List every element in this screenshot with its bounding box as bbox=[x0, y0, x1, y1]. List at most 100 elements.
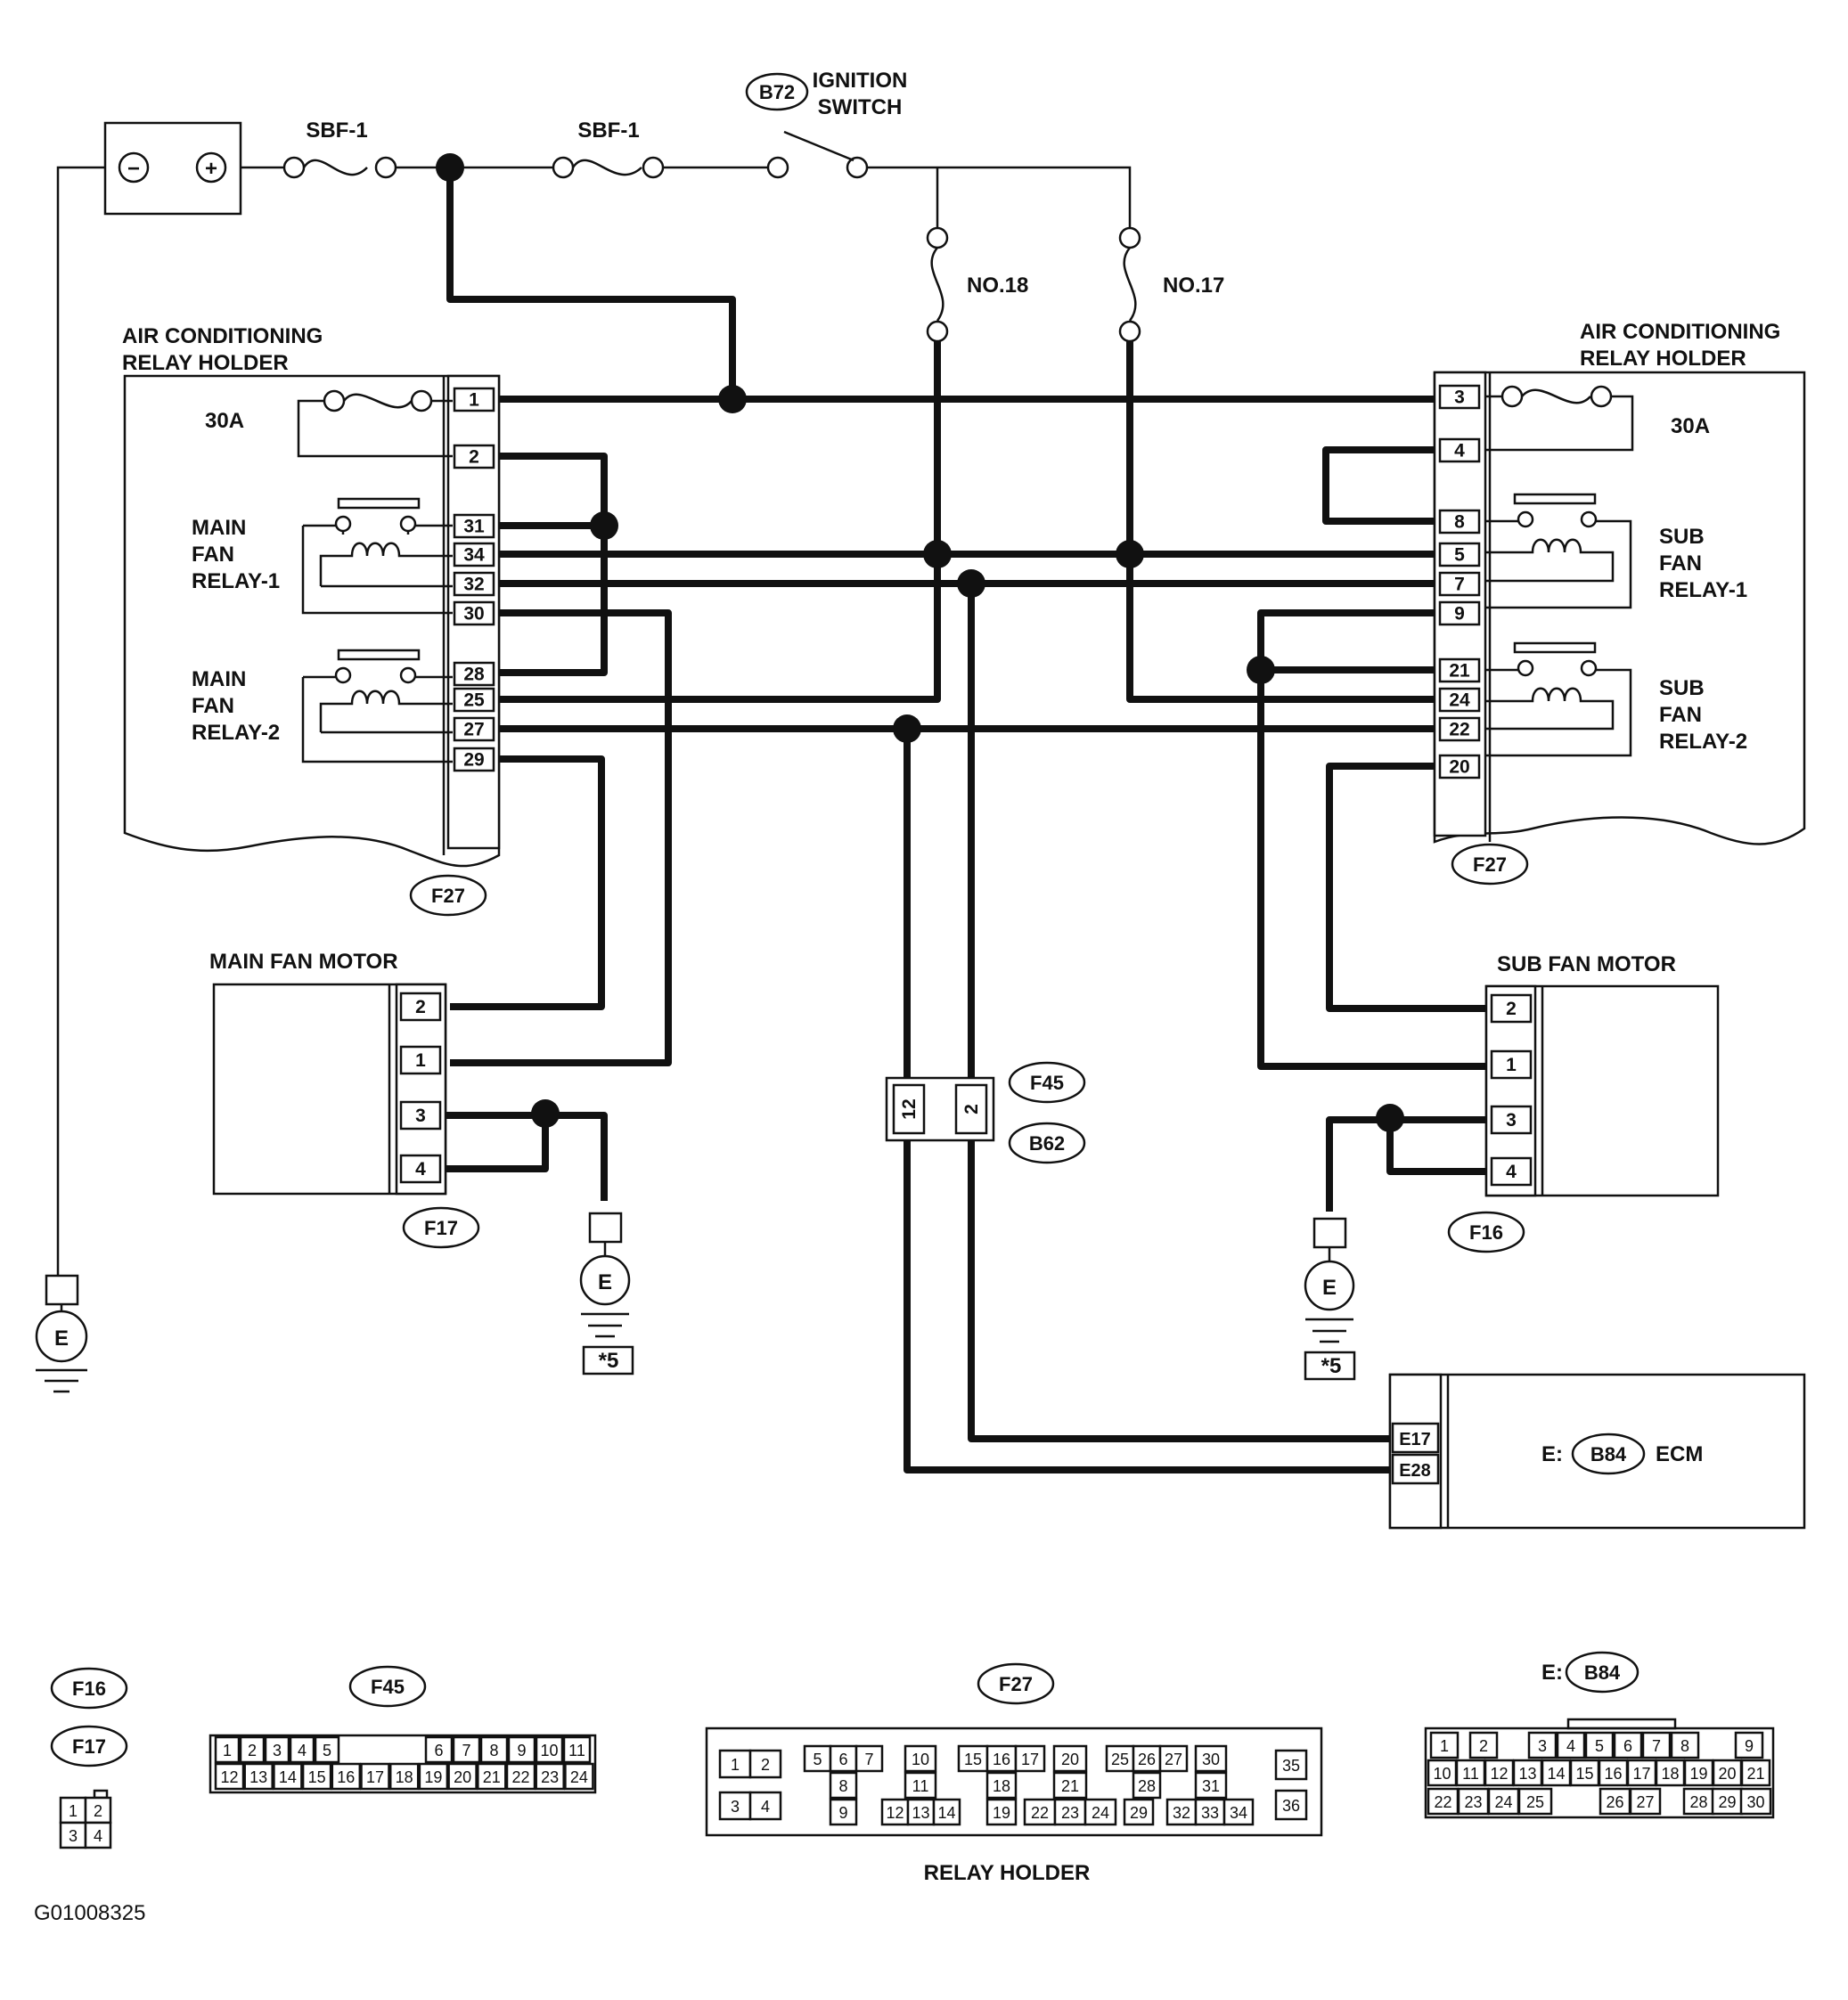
ground-sub-fan-label: E bbox=[1322, 1276, 1337, 1300]
legend-f45-pin-9: 9 bbox=[517, 1742, 526, 1759]
legend-f45-pin-20-box bbox=[447, 1762, 478, 1791]
sub-relay1-l3: RELAY-1 bbox=[1659, 578, 1747, 602]
main-fan-pin-3: 3 bbox=[415, 1106, 426, 1126]
left-holder-pin-28: 28 bbox=[463, 665, 485, 685]
main-fan-motor-title: MAIN FAN MOTOR bbox=[209, 950, 398, 974]
connector-b62-label: B62 bbox=[1029, 1132, 1065, 1155]
ground-main-fan-note: *5 bbox=[599, 1349, 619, 1373]
legend-f27-pin-18: 18 bbox=[993, 1777, 1010, 1795]
legend-f27-pin-11: 11 bbox=[912, 1777, 929, 1795]
legend-f27-pin-33: 33 bbox=[1201, 1804, 1219, 1822]
legend-f27-pin-19-box bbox=[985, 1798, 1018, 1826]
ground-sub-fan bbox=[1304, 1217, 1356, 1381]
legend-b84-pin-11: 11 bbox=[1462, 1765, 1479, 1783]
connector-f27-left-label: F27 bbox=[431, 885, 465, 907]
right-holder-pin-21-box bbox=[1438, 657, 1481, 683]
legend-b84-pin-8-box bbox=[1670, 1731, 1700, 1759]
legend-f27-pin-7-box bbox=[854, 1744, 884, 1773]
left-holder-pin-27-box bbox=[453, 716, 495, 742]
main-fan-pin-2-box bbox=[399, 992, 442, 1022]
right-holder-pin-9: 9 bbox=[1454, 604, 1465, 624]
junction-connector bbox=[885, 1076, 995, 1142]
legend-b84-pin-21-box bbox=[1740, 1759, 1771, 1787]
legend-f27-pin-24-box bbox=[1083, 1798, 1117, 1826]
sub-fan-pin-3-box bbox=[1490, 1105, 1533, 1135]
legend-f27-pin-34: 34 bbox=[1230, 1804, 1247, 1822]
legend-f27-pin-23-box bbox=[1053, 1798, 1087, 1826]
legend-b84-pin-10: 10 bbox=[1433, 1765, 1451, 1783]
legend-b84-pin-14: 14 bbox=[1547, 1765, 1565, 1783]
legend-b84-pin-9: 9 bbox=[1745, 1737, 1754, 1755]
sub-relay2-l3: RELAY-2 bbox=[1659, 730, 1747, 754]
legend-f45-pin-7: 7 bbox=[462, 1742, 470, 1759]
ecm-name: ECM bbox=[1656, 1442, 1703, 1466]
right-holder-title-1: AIR CONDITIONING bbox=[1580, 320, 1780, 344]
legend-f45-pin-19-box bbox=[418, 1762, 449, 1791]
left-holder-pin-28-box bbox=[453, 661, 495, 687]
legend-f27-pin-20: 20 bbox=[1061, 1751, 1079, 1768]
right-holder-pin-5-box bbox=[1438, 542, 1481, 567]
legend-f45-pin-3-box bbox=[264, 1735, 290, 1764]
battery-plus-label: + bbox=[205, 157, 217, 181]
legend-f45-pin-11: 11 bbox=[568, 1742, 585, 1759]
sub-fan-relay-2 bbox=[1485, 641, 1632, 757]
legend-f45-pin-11-box bbox=[562, 1735, 592, 1764]
legend-f27-pin-9: 9 bbox=[838, 1804, 847, 1822]
sub-fan-pin-4-box bbox=[1490, 1156, 1533, 1187]
legend-f27-pin-6: 6 bbox=[838, 1751, 847, 1768]
legend-b84-pin-4: 4 bbox=[1566, 1737, 1575, 1755]
legend-f45-pin-6-box bbox=[424, 1735, 454, 1764]
main-relay1-l3: RELAY-1 bbox=[192, 569, 280, 593]
ground-main-fan-label: E bbox=[598, 1270, 612, 1294]
legend-b84-pin-24: 24 bbox=[1494, 1793, 1512, 1811]
connector-f17-oval bbox=[402, 1206, 480, 1249]
left-holder-pin-1: 1 bbox=[469, 390, 479, 411]
fuse-sbf1-a bbox=[282, 156, 397, 179]
legend-f27-pin-35-box bbox=[1274, 1749, 1308, 1781]
legend-f45-pin-14: 14 bbox=[279, 1768, 297, 1786]
left-holder-pin-31: 31 bbox=[463, 517, 485, 537]
legend-b84-pin-17: 17 bbox=[1632, 1765, 1650, 1783]
left-holder-fuse-label: 30A bbox=[205, 409, 244, 433]
legend-b84-pin-20: 20 bbox=[1718, 1765, 1736, 1783]
legend-f45-pin-4-box bbox=[289, 1735, 315, 1764]
right-holder-pin-8-box bbox=[1438, 509, 1481, 535]
legend-f45-pin-6: 6 bbox=[434, 1742, 443, 1759]
legend-b84-pin-13: 13 bbox=[1518, 1765, 1536, 1783]
left-holder-title-1: AIR CONDITIONING bbox=[122, 324, 323, 348]
main-fan-pin-1-box bbox=[399, 1045, 442, 1075]
ground-sub-fan-note: *5 bbox=[1321, 1354, 1342, 1378]
legend-f27-pin-28: 28 bbox=[1138, 1777, 1156, 1795]
sub-fan-pin-1: 1 bbox=[1506, 1055, 1517, 1075]
legend-b84-pin-13-box bbox=[1512, 1759, 1543, 1787]
main-fan-pin-2: 2 bbox=[415, 997, 426, 1017]
sub-fan-pin-2: 2 bbox=[1506, 999, 1517, 1019]
legend-f27-pin-1: 1 bbox=[731, 1756, 740, 1774]
connector-b84-label: B84 bbox=[1590, 1443, 1627, 1465]
legend-f27-pin-30: 30 bbox=[1202, 1751, 1220, 1768]
legend-f27-pin-36: 36 bbox=[1282, 1797, 1300, 1815]
legend-f45-pin-10: 10 bbox=[540, 1742, 558, 1759]
legend-f27-pin-1-box bbox=[718, 1749, 752, 1779]
legend-f16-pin-3-box bbox=[59, 1821, 87, 1849]
junction-pin-left: 12 bbox=[899, 1098, 920, 1119]
legend-f27-pin-18-box bbox=[985, 1771, 1018, 1800]
legend-f45-pin-1-box bbox=[214, 1735, 241, 1764]
legend-b84-pin-1-box bbox=[1429, 1731, 1460, 1759]
legend-f27-pin-21-box bbox=[1052, 1771, 1088, 1800]
legend-f45-pin-24: 24 bbox=[570, 1768, 588, 1786]
right-holder-pin-20-box bbox=[1438, 754, 1481, 780]
left-holder-pin-34-box bbox=[453, 542, 495, 567]
right-holder-pin-22: 22 bbox=[1449, 720, 1469, 740]
main-fan-pin-1: 1 bbox=[415, 1050, 426, 1071]
legend-b84-pin-18: 18 bbox=[1661, 1765, 1679, 1783]
battery-minus-label: − bbox=[127, 157, 140, 181]
connector-f16-label: F16 bbox=[1469, 1221, 1503, 1244]
legend-f27-pin-21: 21 bbox=[1061, 1777, 1079, 1795]
sub-fan-relay-1 bbox=[1485, 493, 1632, 609]
legend-f27-pin-25: 25 bbox=[1111, 1751, 1129, 1768]
legend-f45-pin-5: 5 bbox=[323, 1742, 331, 1759]
legend-f45-pin-18-box bbox=[388, 1762, 420, 1791]
